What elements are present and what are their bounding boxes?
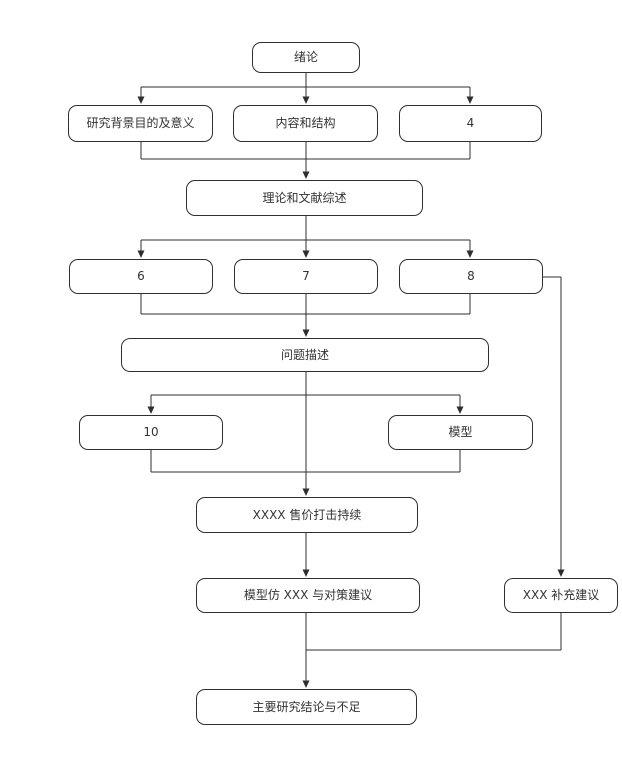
node-10: 10 <box>79 415 223 450</box>
node-7: 7 <box>234 259 378 294</box>
node-content-structure: 内容和结构 <box>233 105 378 142</box>
node-theory-literature-review: 理论和文献综述 <box>186 180 423 216</box>
node-model: 模型 <box>388 415 533 450</box>
node-4: 4 <box>399 105 542 142</box>
node-problem-description: 问题描述 <box>121 338 489 372</box>
node-8: 8 <box>399 259 543 294</box>
node-research-background: 研究背景目的及意义 <box>68 105 213 142</box>
node-price-strike-continues: XXXX 售价打击持续 <box>196 497 418 533</box>
node-supplementary-suggestions: XXX 补充建议 <box>504 578 618 613</box>
node-introduction: 绪论 <box>252 42 360 73</box>
node-model-simulation-countermeasures: 模型仿 XXX 与对策建议 <box>196 578 420 613</box>
node-main-conclusions-shortcomings: 主要研究结论与不足 <box>196 689 417 725</box>
node-6: 6 <box>69 259 213 294</box>
